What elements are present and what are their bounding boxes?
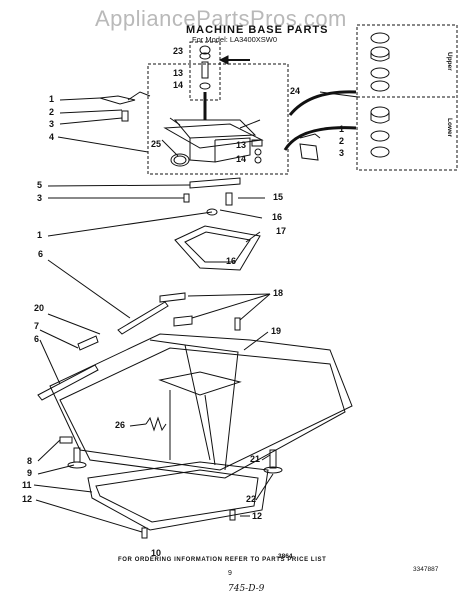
callout-22: 22	[246, 494, 257, 504]
callout-15: 15	[273, 192, 284, 202]
callout-17: 17	[276, 226, 287, 236]
callout-3: 3	[49, 119, 55, 129]
callout-3: 3	[339, 148, 345, 158]
callout-16: 16	[272, 212, 283, 222]
watermark-text: AppliancePartsPros.com	[95, 6, 347, 31]
handwritten-note: 745-D-9	[228, 584, 265, 594]
bottom-plate	[87, 461, 269, 531]
callout-14: 14	[236, 154, 247, 164]
ordering-info-footer: FOR ORDERING INFORMATION REFER TO PARTS …	[118, 557, 327, 563]
callout-19: 19	[271, 326, 282, 336]
callout-2: 2	[339, 136, 345, 146]
callout-14: 14	[173, 80, 184, 90]
callout-6: 6	[34, 334, 40, 344]
callout-4: 4	[49, 132, 55, 142]
illustration-number: 3864	[278, 553, 293, 560]
inset-arrow-upper	[288, 90, 357, 116]
callout-21: 21	[250, 454, 261, 464]
model-subtitle: For Model: LA3400XSW0	[192, 35, 278, 44]
callout-6: 6	[38, 249, 44, 259]
inset-lower-label: Lower	[446, 118, 453, 138]
callout-1: 1	[49, 94, 55, 104]
callout-18: 18	[273, 288, 284, 298]
diagram-title: MACHINE BASE PARTS	[186, 24, 329, 36]
callout-12: 12	[22, 494, 33, 504]
callout-1: 1	[339, 124, 345, 134]
inset-upper-label: Upper	[446, 52, 453, 71]
callout-10: 10	[151, 548, 162, 558]
callout-16: 16	[226, 256, 237, 266]
callout-25: 25	[151, 139, 162, 149]
frame-17	[174, 225, 261, 271]
callout-9: 9	[27, 468, 33, 478]
callout-5: 5	[37, 180, 43, 190]
callout-13: 13	[173, 68, 184, 78]
callout-20: 20	[34, 303, 45, 313]
callout-13: 13	[236, 140, 247, 150]
callout-8: 8	[27, 456, 33, 466]
transmission-detail-box	[147, 63, 289, 175]
callout-26: 26	[115, 420, 126, 430]
inset-arrow-lower	[283, 126, 357, 151]
document-number: 3347887	[413, 566, 439, 573]
top-detail-box	[189, 41, 221, 101]
callout-2: 2	[49, 107, 55, 117]
callout-11: 11	[22, 480, 32, 490]
page-number: 9	[228, 570, 232, 577]
callout-24: 24	[290, 86, 301, 96]
callout-12: 12	[252, 511, 263, 521]
callout-7: 7	[34, 321, 40, 331]
callout-1: 1	[37, 230, 43, 240]
callout-23: 23	[173, 46, 184, 56]
base-frame	[49, 333, 353, 471]
callout-3: 3	[37, 193, 43, 203]
